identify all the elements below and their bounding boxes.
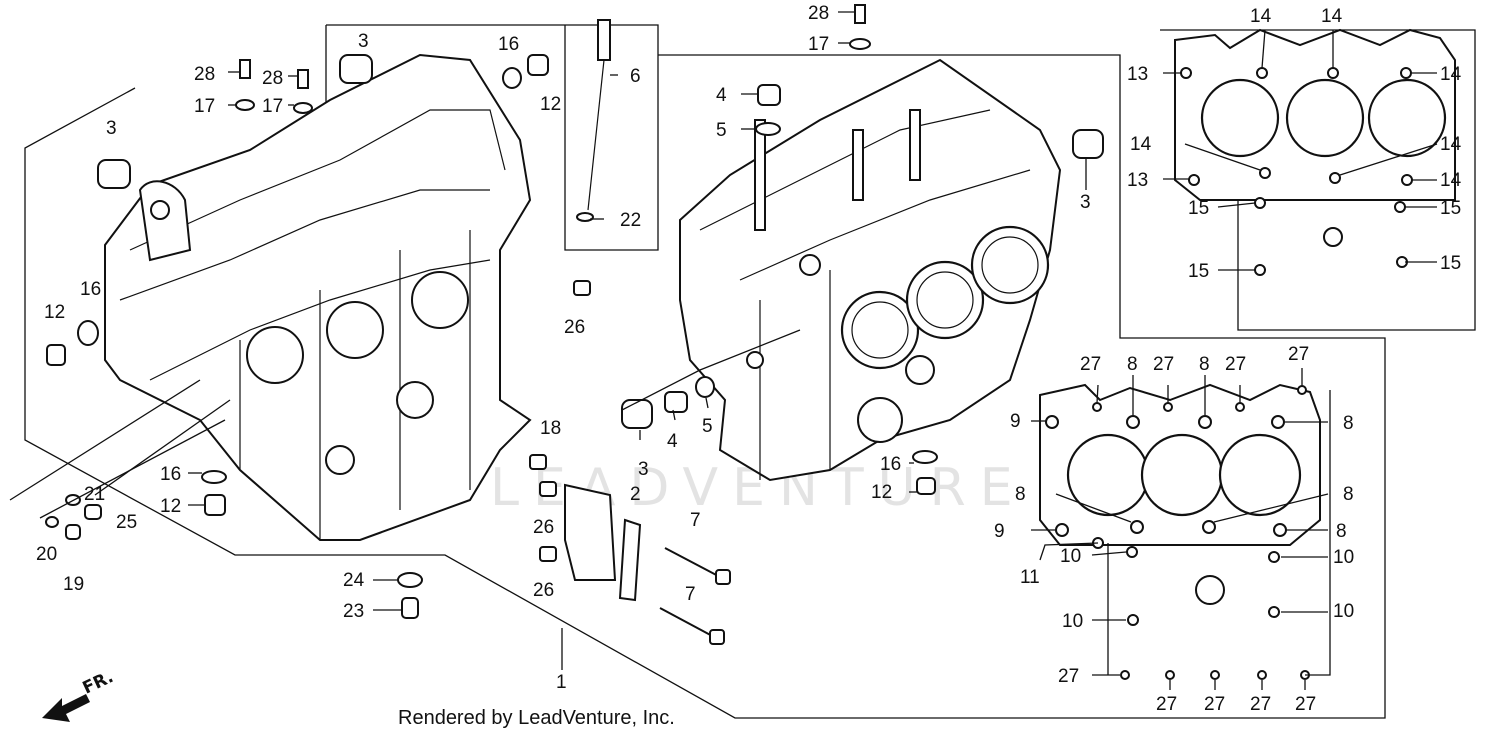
callout-6: 6	[630, 66, 641, 87]
callout-14: 14	[1321, 6, 1343, 27]
callout-25: 25	[116, 512, 137, 533]
callout-12: 12	[160, 496, 181, 517]
callout-8: 8	[1343, 484, 1354, 505]
callout-23: 23	[343, 601, 364, 622]
callout-28: 28	[808, 3, 829, 24]
leader-lines	[9, 11, 1438, 690]
callout-12: 12	[540, 94, 561, 115]
callout-8: 8	[1343, 413, 1354, 434]
callout-3: 3	[638, 459, 649, 480]
callout-15: 15	[1440, 198, 1461, 219]
callout-24: 24	[343, 570, 365, 591]
cylinder-gasket-upper	[1174, 28, 1456, 276]
callout-20: 20	[36, 544, 57, 565]
small-parts	[45, 4, 1104, 645]
callout-8: 8	[1336, 521, 1347, 542]
callout-8: 8	[1015, 484, 1026, 505]
callout-10: 10	[1333, 547, 1354, 568]
callout-15: 15	[1188, 198, 1209, 219]
left-crankcase-half	[104, 53, 532, 541]
callout-17: 17	[808, 34, 829, 55]
callout-27: 27	[1080, 354, 1101, 375]
callout-9: 9	[1010, 411, 1021, 432]
callout-13: 13	[1127, 64, 1148, 85]
callout-7: 7	[690, 510, 701, 531]
callout-18: 18	[540, 418, 561, 439]
callout-19: 19	[63, 574, 84, 595]
callout-4: 4	[667, 431, 678, 452]
callout-26: 26	[533, 580, 554, 601]
callout-27: 27	[1156, 694, 1177, 715]
callout-2: 2	[630, 484, 641, 505]
callout-27: 27	[1288, 344, 1309, 365]
callout-1: 1	[556, 672, 567, 693]
callout-26: 26	[533, 517, 554, 538]
callout-27: 27	[1058, 666, 1079, 687]
callout-8: 8	[1199, 354, 1210, 375]
group-outline	[24, 24, 1476, 719]
front-direction-arrow-icon: FR.	[42, 667, 117, 722]
callout-16: 16	[880, 454, 901, 475]
callout-5: 5	[716, 120, 727, 141]
callout-27: 27	[1204, 694, 1225, 715]
callout-28: 28	[194, 64, 215, 85]
callout-27: 27	[1250, 694, 1271, 715]
callout-7: 7	[685, 584, 696, 605]
callout-4: 4	[716, 85, 727, 106]
callout-14: 14	[1130, 134, 1152, 155]
callout-12: 12	[44, 302, 65, 323]
callout-17: 17	[262, 96, 283, 117]
front-arrow-label: FR.	[80, 667, 117, 698]
callout-28: 28	[262, 68, 283, 89]
callout-27: 27	[1153, 354, 1174, 375]
callout-21: 21	[84, 484, 105, 505]
callout-10: 10	[1060, 546, 1081, 567]
callout-15: 15	[1440, 253, 1461, 274]
callout-3: 3	[106, 118, 117, 139]
callout-10: 10	[1333, 601, 1354, 622]
callout-13: 13	[1127, 170, 1148, 191]
callout-16: 16	[80, 279, 101, 300]
callout-labels: 28 28 28 17 17 17 3 3 3 3 16 16 16 16 12…	[36, 3, 1462, 715]
callout-22: 22	[620, 210, 641, 231]
cylinder-gasket-lower	[1039, 383, 1321, 680]
callout-3: 3	[358, 31, 369, 52]
callout-8: 8	[1127, 354, 1138, 375]
callout-3: 3	[1080, 192, 1091, 213]
credit-text: Rendered by LeadVenture, Inc.	[398, 707, 675, 729]
callout-14: 14	[1440, 134, 1462, 155]
callout-27: 27	[1225, 354, 1246, 375]
callout-11: 11	[1020, 567, 1040, 588]
callout-14: 14	[1440, 170, 1462, 191]
callout-12: 12	[871, 482, 892, 503]
callout-9: 9	[994, 521, 1005, 542]
callout-26: 26	[564, 317, 585, 338]
callout-5: 5	[702, 416, 713, 437]
callout-16: 16	[498, 34, 519, 55]
callout-15: 15	[1188, 261, 1209, 282]
right-crankcase-half	[679, 58, 1062, 482]
callout-17: 17	[194, 96, 215, 117]
callout-27: 27	[1295, 694, 1316, 715]
callout-16: 16	[160, 464, 181, 485]
callout-10: 10	[1062, 611, 1083, 632]
callout-14: 14	[1250, 6, 1272, 27]
callout-14: 14	[1440, 64, 1462, 85]
